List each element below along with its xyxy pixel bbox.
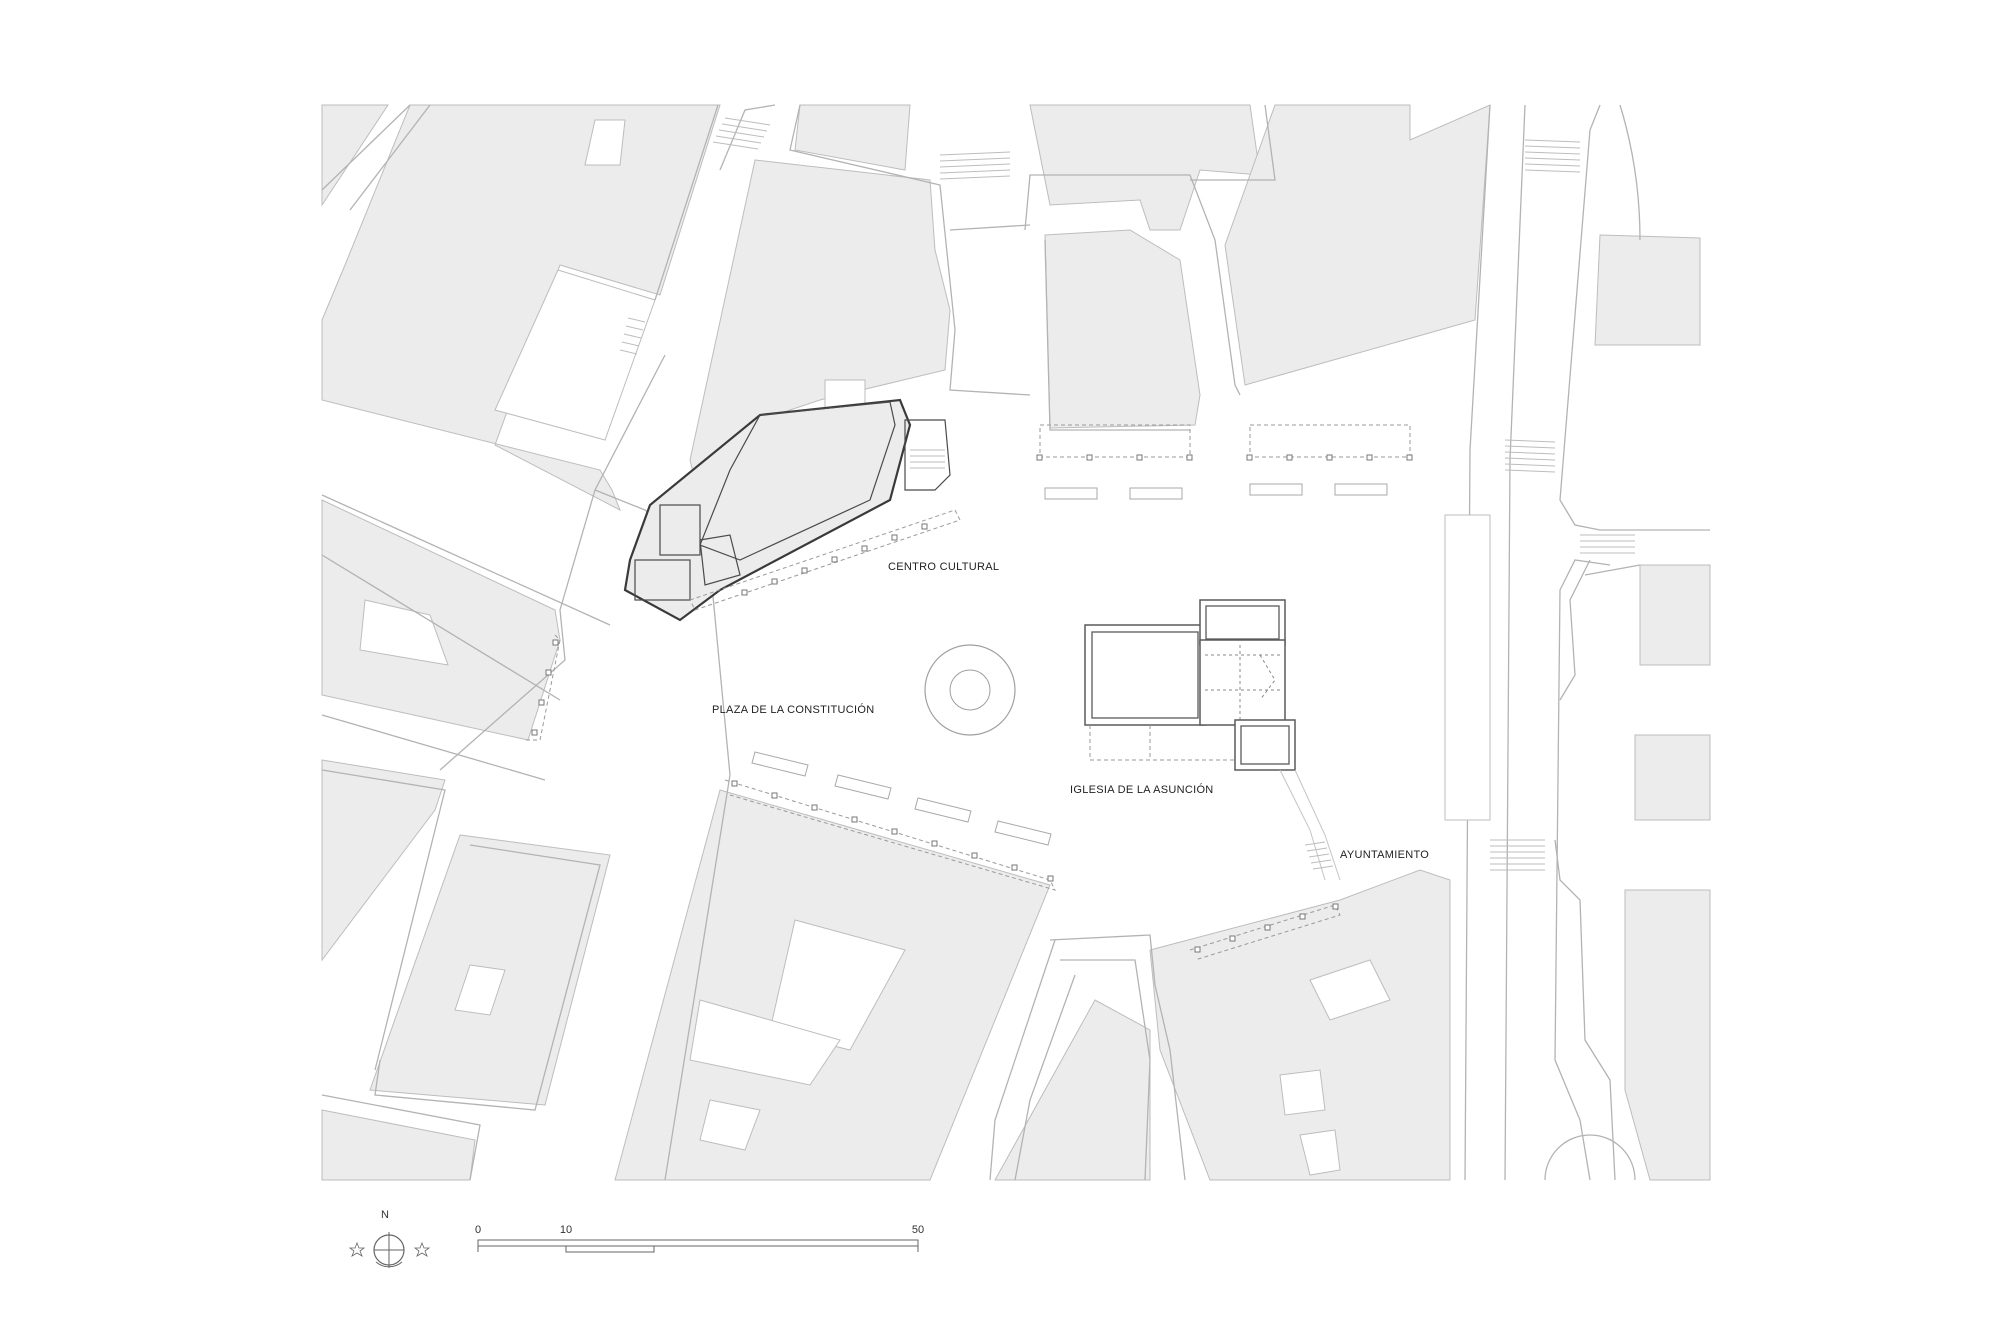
centro-cultural-building [623,398,961,622]
star-left-icon [348,1241,366,1257]
block-ne-court [1044,229,1201,429]
block-se [1149,869,1451,1181]
block-n [794,104,911,171]
north-letter: N [381,1209,389,1221]
block-s-east [994,999,1151,1181]
city-blocks [321,104,1711,1181]
scale-bar: 0 10 50 [475,1224,924,1253]
north-arrow: N [348,1209,431,1268]
block-e-top [1594,234,1701,346]
scale-tick-50: 50 [912,1224,924,1236]
block-ne-top [1029,104,1261,231]
block-w-mid [321,499,561,741]
block-ne [1224,104,1491,386]
fountain [924,644,1016,736]
label-iglesia: IGLESIA DE LA ASUNCIÓN [1070,783,1214,796]
label-plaza: PLAZA DE LA CONSTITUCIÓN [712,703,874,716]
star-right-icon [413,1241,431,1257]
scale-tick-10: 10 [560,1224,572,1236]
scale-tick-0: 0 [475,1224,481,1236]
porticos [525,424,1413,961]
block-w-lower [321,759,446,962]
label-centro-cultural: CENTRO CULTURAL [888,561,999,573]
iglesia-building [1084,599,1296,771]
block-nw [321,104,389,207]
label-ayuntamiento: AYUNTAMIENTO [1340,849,1429,861]
ayuntamiento-access [1279,769,1341,881]
block-nw-large [321,104,721,512]
street-lines [321,104,1710,1181]
plaza-benches [751,483,1491,846]
pedestrian-crossings [619,117,1635,871]
